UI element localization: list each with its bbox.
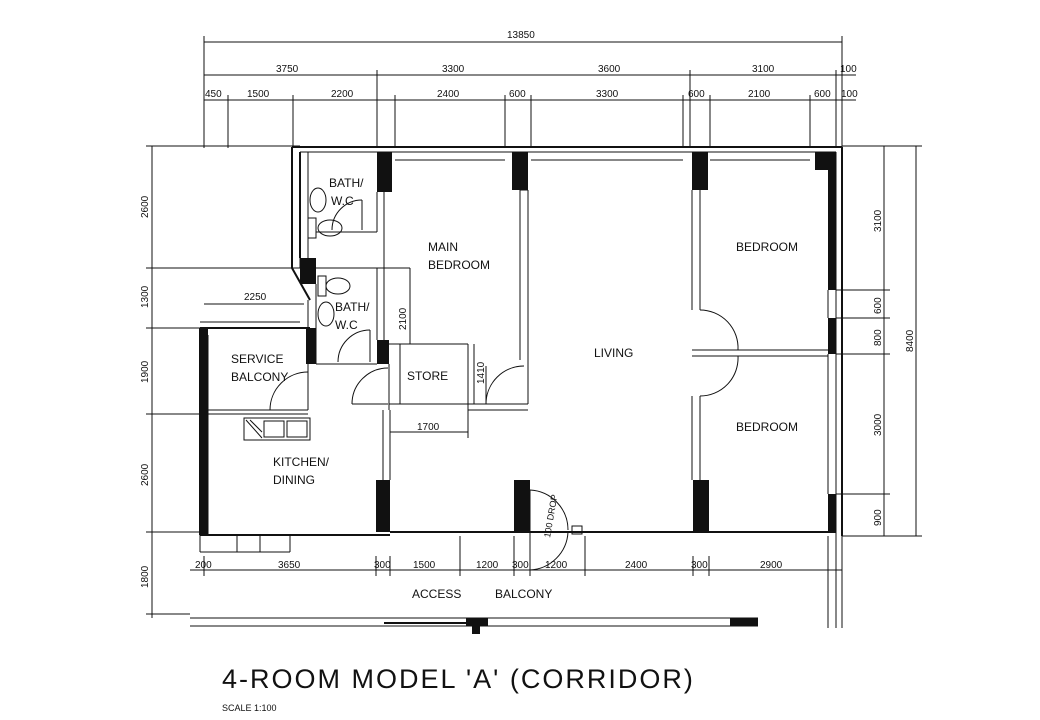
dim-label: 3600 [598, 64, 621, 75]
dim-bottom: 200 [195, 560, 212, 571]
dim-label: 1500 [247, 89, 270, 100]
room-label-access: ACCESS [412, 587, 461, 601]
dim-overall: 13850 [507, 30, 535, 41]
room-label-kitchen: DINING [273, 473, 315, 487]
dim-right-total: 8400 [905, 329, 916, 352]
room-labels: BATH/ W.C BATH/ W.C MAIN BEDROOM BEDROOM… [231, 176, 798, 601]
dim-right: 900 [873, 509, 884, 526]
room-label-main-bedroom: BEDROOM [428, 258, 490, 272]
dim-label: 100 [840, 64, 857, 75]
dim-bottom: 300 [374, 560, 391, 571]
dim-label: 450 [205, 89, 222, 100]
dim-row-2: 450 1500 2200 2400 600 3300 600 2100 600… [205, 89, 858, 100]
dim-label: 600 [688, 89, 705, 100]
dim-label: 100 [841, 89, 858, 100]
dim-interior: 1700 [417, 422, 440, 433]
dim-right: 800 [873, 329, 884, 346]
room-label-bedroom-bottom: BEDROOM [736, 420, 798, 434]
dim-interior: 2250 [244, 292, 267, 303]
basin-icon [309, 187, 327, 213]
room-label-service-balcony: SERVICE [231, 352, 283, 366]
basin-icon [317, 301, 335, 327]
scale-label: SCALE 1:100 [222, 703, 277, 713]
plan-title: 4-ROOM MODEL 'A' (CORRIDOR) [222, 664, 695, 694]
bottom-dimension-lines [190, 536, 843, 628]
dim-label: 600 [509, 89, 526, 100]
room-label-bath-1: W.C [331, 194, 354, 208]
dim-left: 2600 [140, 463, 151, 486]
dim-label: 3100 [752, 64, 775, 75]
dim-left: 1300 [140, 285, 151, 308]
dim-interior: 2100 [398, 307, 409, 330]
room-label-balcony: BALCONY [495, 587, 552, 601]
top-dimension-lines [203, 36, 856, 148]
dim-bottom: 300 [512, 560, 529, 571]
interior-dimensions [204, 268, 475, 438]
dim-row-1: 3750 3300 3600 3100 100 [276, 64, 857, 75]
dim-right: 3100 [873, 209, 884, 232]
dim-bottom: 1200 [545, 560, 568, 571]
room-label-store: STORE [407, 369, 448, 383]
dim-interior: 1410 [476, 361, 487, 384]
dim-label: 2400 [437, 89, 460, 100]
access-balcony-railing [190, 617, 758, 634]
dim-bottom: 2900 [760, 560, 783, 571]
dim-label: 3300 [596, 89, 619, 100]
room-label-kitchen: KITCHEN/ [273, 455, 330, 469]
room-label-service-balcony: BALCONY [231, 370, 288, 384]
dim-right: 3000 [873, 413, 884, 436]
toilet-icon [317, 219, 343, 237]
room-label-main-bedroom: MAIN [428, 240, 458, 254]
room-label-bath-2: BATH/ [335, 300, 370, 314]
interior-walls [208, 152, 828, 480]
dim-bottom: 300 [691, 560, 708, 571]
dim-label: 600 [814, 89, 831, 100]
dim-label: 3750 [276, 64, 299, 75]
dim-label: 2200 [331, 89, 354, 100]
columns [200, 152, 836, 535]
right-dimension-lines [836, 145, 922, 537]
room-label-living: LIVING [594, 346, 633, 360]
sink-icon [243, 417, 311, 441]
toilet-icon [325, 277, 351, 295]
dim-bottom: 3650 [278, 560, 301, 571]
dim-left: 2600 [140, 195, 151, 218]
fixtures [243, 187, 351, 441]
dim-bottom: 2400 [625, 560, 648, 571]
dim-bottom: 1500 [413, 560, 436, 571]
dim-left: 1800 [140, 565, 151, 588]
doors [269, 199, 739, 571]
dim-label: 2100 [748, 89, 771, 100]
room-label-bedroom-top: BEDROOM [736, 240, 798, 254]
dim-right: 600 [873, 297, 884, 314]
dim-label: 3300 [442, 64, 465, 75]
dim-left: 1900 [140, 360, 151, 383]
room-label-bath-1: BATH/ [329, 176, 364, 190]
room-label-bath-2: W.C [335, 318, 358, 332]
dim-bottom: 1200 [476, 560, 499, 571]
